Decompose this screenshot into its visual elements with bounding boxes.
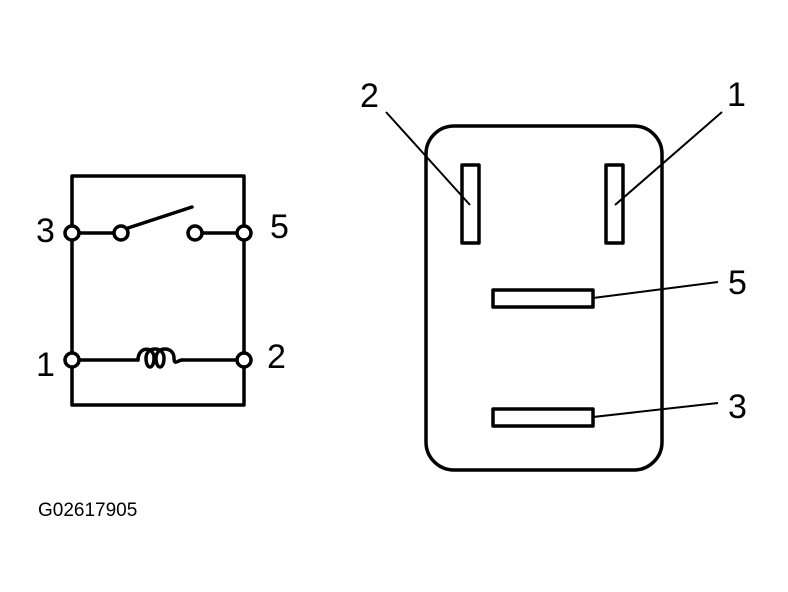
pin-label-2: 2	[360, 77, 379, 115]
schematic-outline	[70, 174, 246, 407]
pin-1-blade	[604, 163, 625, 245]
pin-5-blade	[491, 288, 595, 309]
switch-blade	[126, 205, 194, 230]
terminal-1-node	[63, 351, 81, 369]
switch-contact-right	[186, 224, 204, 242]
pin-label-5: 5	[728, 264, 747, 302]
coil-winding	[136, 347, 184, 369]
leader-line-5	[592, 281, 719, 299]
pin-label-3: 3	[728, 388, 747, 426]
leader-line-2	[385, 111, 471, 206]
leader-line-1	[614, 111, 723, 206]
connector-body	[424, 124, 664, 472]
terminal-2-node	[235, 351, 253, 369]
terminal-5-node	[235, 224, 253, 242]
pin-label-1: 1	[727, 76, 746, 114]
relay-connector-view	[385, 111, 723, 472]
terminal-label-5: 5	[270, 208, 289, 246]
relay-schematic	[63, 174, 253, 407]
pin-2-blade	[460, 163, 481, 245]
leader-line-3	[592, 402, 719, 418]
pin-3-blade	[491, 407, 595, 428]
terminal-label-3: 3	[36, 212, 55, 250]
terminal-label-1: 1	[36, 346, 55, 384]
switch-contact-left	[112, 224, 130, 242]
terminal-label-2: 2	[267, 338, 286, 376]
terminal-3-node	[63, 224, 81, 242]
figure-code: G02617905	[38, 500, 137, 521]
